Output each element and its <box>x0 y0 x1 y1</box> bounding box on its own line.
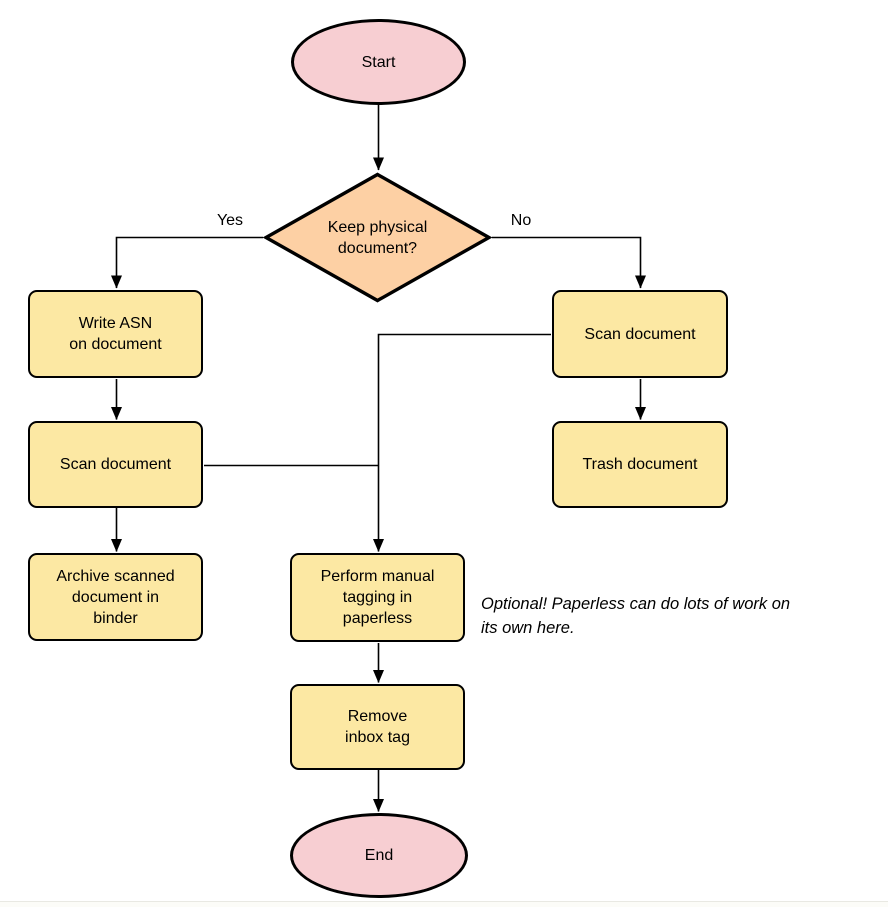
node-label-trash: Trash document <box>582 456 698 473</box>
node-label-end: End <box>364 847 394 864</box>
flow-node-end: End <box>290 813 468 898</box>
flow-node-scan-left: Scan document <box>28 421 203 508</box>
flow-node-scan-right: Scan document <box>552 290 728 378</box>
annotation-optional-note: Optional! Paperless can do lots of work … <box>481 595 791 637</box>
node-label-scan-left: Scan document <box>59 456 172 473</box>
flow-node-start: Start <box>291 19 466 105</box>
node-label-tagging: Perform manual tagging in paperless <box>320 568 435 627</box>
flow-node-archive: Archive scanned document in binder <box>28 553 203 641</box>
flow-node-trash: Trash document <box>552 421 728 508</box>
edge-scanright-tagging <box>373 333 551 552</box>
edge-label-yes: Yes <box>216 212 244 229</box>
flow-node-remove-tag: Remove inbox tag <box>290 684 465 770</box>
node-label-decision: Keep physical document? <box>327 218 428 257</box>
diamond-shape <box>263 172 492 303</box>
edge-decision-yes <box>111 236 263 289</box>
flow-node-tagging: Perform manual tagging in paperless <box>290 553 465 642</box>
edge-label-no: No <box>510 212 532 229</box>
node-label-scan-right: Scan document <box>584 325 696 343</box>
node-label-start: Start <box>361 53 396 71</box>
flow-node-decision: Keep physical document? <box>263 172 492 303</box>
page-bottom-divider <box>0 901 888 907</box>
node-label-write-asn: Write ASN on document <box>69 315 162 353</box>
edge-decision-no <box>492 236 646 289</box>
flow-node-write-asn: Write ASN on document <box>28 290 203 378</box>
node-label-remove-tag: Remove inbox tag <box>345 708 410 746</box>
node-label-archive: Archive scanned document in binder <box>56 567 175 627</box>
